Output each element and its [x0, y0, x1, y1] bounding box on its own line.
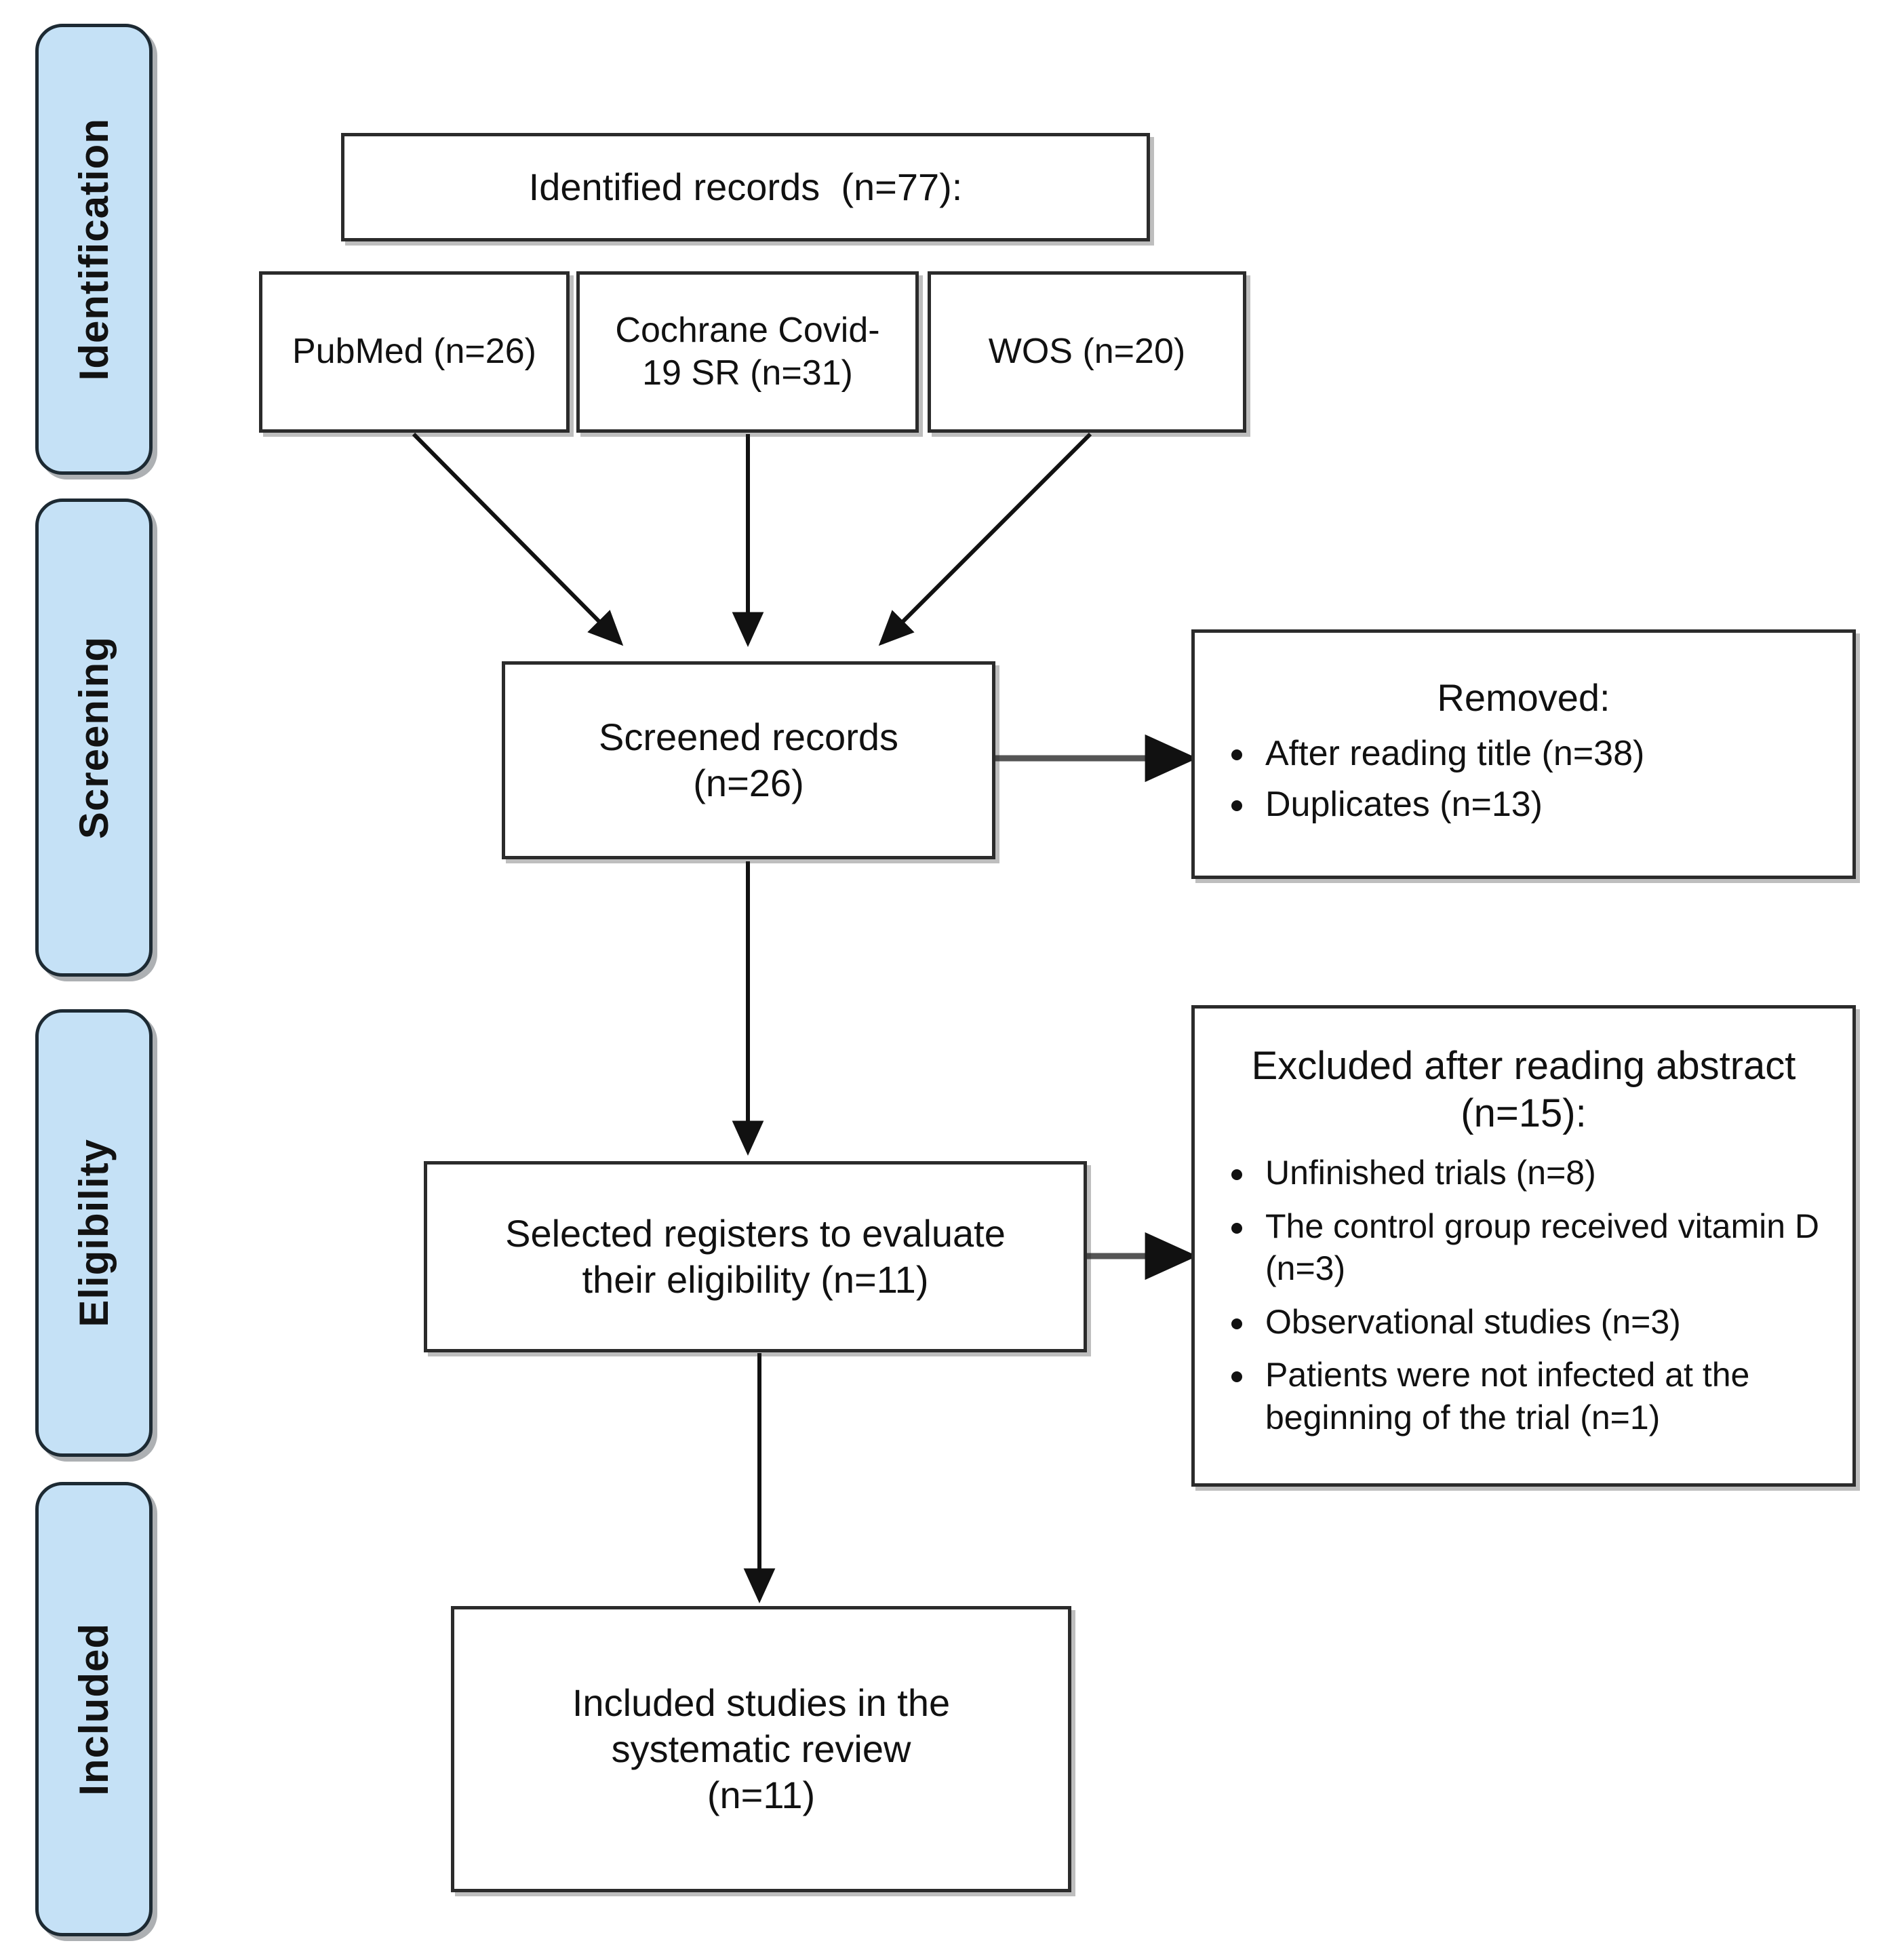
excluded-list-item: Observational studies (n=3) [1231, 1301, 1835, 1344]
included-studies-line3: (n=11) [707, 1774, 816, 1817]
box-source-cochrane: Cochrane Covid- 19 SR (n=31) [576, 271, 919, 433]
stage-label-included: Included [35, 1482, 153, 1936]
excluded-after-abstract-heading: Excluded after reading abstract (n=15): [1251, 1043, 1796, 1135]
removed-list-item: After reading title (n=38) [1231, 732, 1835, 776]
box-excluded-after-abstract: Excluded after reading abstract (n=15): … [1191, 1005, 1856, 1487]
box-screened-records: Screened records (n=26) [502, 661, 995, 859]
arrow-wos-to-screened [878, 432, 1092, 646]
stage-label-identification-text: Identification [71, 117, 117, 381]
excluded-list-item: The control group received vitamin D (n=… [1231, 1205, 1835, 1290]
arrow-pubmed-to-screened [412, 432, 624, 646]
included-studies-line2: systematic review [611, 1727, 911, 1770]
selected-registers-line2: their eligibility (n=11) [582, 1258, 929, 1301]
box-removed: Removed: After reading title (n=38) Dupl… [1191, 629, 1856, 879]
box-source-pubmed: PubMed (n=26) [259, 271, 570, 433]
source-pubmed-text: PubMed (n=26) [292, 332, 536, 372]
excluded-list-item: Patients were not infected at the beginn… [1231, 1354, 1835, 1439]
source-wos-text: WOS (n=20) [988, 332, 1186, 372]
box-identified-records: Identified records (n=77): [341, 133, 1150, 241]
included-studies-line1: Included studies in the [572, 1681, 951, 1724]
excluded-list-item: Unfinished trials (n=8) [1231, 1152, 1835, 1194]
box-selected-registers: Selected registers to evaluate their eli… [424, 1161, 1087, 1352]
stage-label-screening-text: Screening [71, 635, 117, 840]
source-cochrane-text: Cochrane Covid- 19 SR (n=31) [615, 310, 880, 393]
stage-label-included-text: Included [71, 1622, 117, 1796]
removed-list: After reading title (n=38) Duplicates (n… [1212, 725, 1835, 834]
excluded-after-abstract-list: Unfinished trials (n=8) The control grou… [1212, 1141, 1835, 1449]
screened-records-line2: (n=26) [693, 762, 804, 804]
screened-records-line1: Screened records [598, 715, 898, 758]
box-included-studies: Included studies in the systematic revie… [451, 1606, 1071, 1892]
identified-records-text: Identified records (n=77): [528, 165, 963, 208]
stage-label-eligibility-text: Eligibility [71, 1139, 117, 1327]
stage-label-screening: Screening [35, 498, 153, 977]
removed-heading: Removed: [1437, 676, 1610, 720]
selected-registers-line1: Selected registers to evaluate [505, 1211, 1006, 1255]
stage-label-identification: Identification [35, 24, 153, 475]
stage-label-eligibility: Eligibility [35, 1009, 153, 1457]
box-source-wos: WOS (n=20) [928, 271, 1246, 433]
removed-list-item: Duplicates (n=13) [1231, 783, 1835, 827]
